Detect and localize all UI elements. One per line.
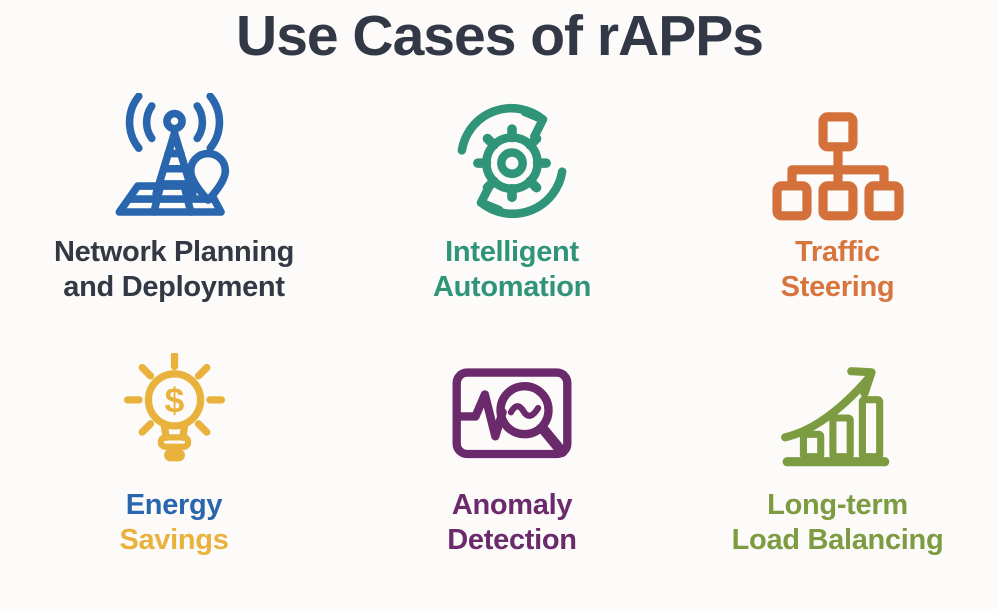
use-case-label-traffic-steering: Traffic Steering <box>781 235 895 306</box>
lightbulb-dollar-icon: $ <box>112 334 237 478</box>
label-line: and Deployment <box>63 271 285 304</box>
label-line: Savings <box>119 524 229 557</box>
label-line: Load Balancing <box>731 524 944 557</box>
cell-tower-map-pin-icon <box>104 81 245 225</box>
label-line: Long-term <box>767 488 908 521</box>
use-case-card-energy-savings: $ Energy Savings <box>0 334 348 559</box>
use-case-card-intelligent-automation: Intelligent Automation <box>348 81 676 306</box>
label-line: Anomaly <box>451 488 573 521</box>
use-case-card-anomaly-detection: Anomaly Detection <box>348 334 676 559</box>
use-case-grid: Network Planning and Deployment <box>0 81 999 559</box>
gear-cycle-arrows-icon <box>448 81 576 225</box>
label-line: Automation <box>432 271 592 304</box>
label-line: Steering <box>780 271 895 304</box>
growth-bar-chart-arrow-icon <box>777 334 899 478</box>
use-case-card-traffic-steering: Traffic Steering <box>676 81 999 306</box>
label-line: Traffic <box>795 236 880 268</box>
use-case-label-load-balancing: Long-term Load Balancing <box>732 488 944 559</box>
label-line: Detection <box>447 524 577 557</box>
label-line: Intelligent <box>445 236 579 268</box>
use-case-label-anomaly-detection: Anomaly Detection <box>447 488 577 559</box>
page-title: Use Cases of rAPPs <box>236 4 764 68</box>
label-line: Energy <box>125 488 223 521</box>
use-case-label-network-planning: Network Planning and Deployment <box>54 235 294 306</box>
label-line: Network Planning <box>53 236 295 268</box>
use-case-card-network-planning: Network Planning and Deployment <box>0 81 348 306</box>
use-case-label-energy-savings: Energy Savings <box>119 488 228 559</box>
use-case-label-intelligent-automation: Intelligent Automation <box>433 235 591 306</box>
svg-text:$: $ <box>164 380 184 420</box>
waveform-magnifier-icon <box>444 334 580 478</box>
sitemap-hierarchy-icon <box>769 81 907 225</box>
use-case-card-load-balancing: Long-term Load Balancing <box>676 334 999 559</box>
